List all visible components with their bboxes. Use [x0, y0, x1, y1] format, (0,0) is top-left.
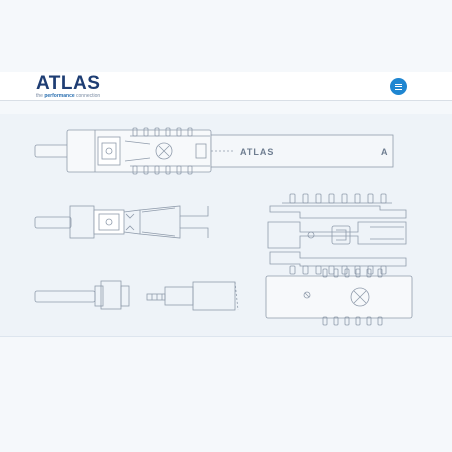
site-header: ATLAS the performance connection: [0, 72, 452, 101]
tagline-strong: performance: [44, 93, 75, 99]
hamburger-icon: [395, 83, 402, 90]
tagline-suffix: connection: [74, 93, 101, 99]
logo-wordmark: ATLAS: [36, 73, 101, 94]
cable-logo-mark: A: [381, 147, 388, 157]
connector-drawings: ATLAS A: [34, 127, 413, 326]
cover-top-teeth: [322, 268, 383, 278]
cover-bottom-teeth: [322, 316, 383, 326]
hero-illustration: ATLAS A: [0, 114, 452, 337]
connector-body-drawing: [34, 205, 209, 239]
tagline-prefix: the: [36, 93, 45, 99]
top-teeth: [132, 127, 193, 137]
cable-label: ATLAS: [240, 147, 274, 157]
bottom-teeth: [132, 165, 193, 175]
latch-top-teeth: [289, 193, 387, 204]
atlas-logo[interactable]: ATLAS the performance connection: [36, 74, 100, 99]
assembled-connector-drawing: [34, 127, 394, 175]
cover-plate-drawing: [265, 268, 413, 326]
latch-plate-drawing: [267, 193, 407, 275]
menu-button[interactable]: [390, 78, 407, 95]
content-area: [0, 337, 452, 452]
pin-and-ferrule-drawing: [34, 280, 239, 311]
logo-tagline: the performance connection: [36, 93, 100, 99]
